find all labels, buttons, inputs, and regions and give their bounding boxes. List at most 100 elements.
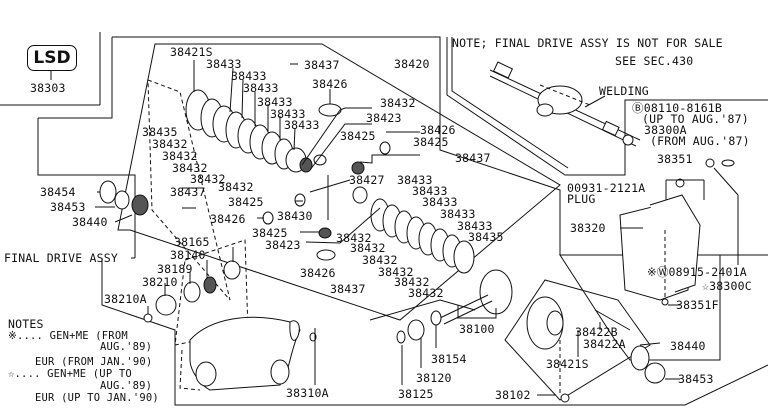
part-38433[interactable]: 38433 (231, 69, 267, 83)
washer-part[interactable]: ※Ⓦ08915-2401A (647, 265, 747, 279)
lsd-label: LSD (33, 48, 71, 68)
part-38432[interactable]: 38432 (172, 161, 208, 175)
part-38421S[interactable]: 38421S (546, 357, 589, 371)
part-38421S[interactable]: 38421S (170, 45, 213, 59)
part-38433[interactable]: 38433 (284, 118, 320, 132)
see-section[interactable]: SEE SEC.430 (615, 54, 694, 68)
part-38140[interactable]: 38140 (170, 248, 206, 262)
part-38425[interactable]: 38425 (413, 135, 449, 149)
part-38120[interactable]: 38120 (416, 371, 452, 385)
part-38433[interactable]: 38433 (457, 219, 493, 233)
notes-line-1: ※.... GEN+ME (FROM (8, 330, 128, 342)
part-38432[interactable]: 38432 (380, 96, 416, 110)
part-38351F[interactable]: 38351F (676, 298, 719, 312)
lsd-label-box: LSD (27, 45, 77, 71)
part-38102[interactable]: 38102 (495, 388, 531, 402)
part-38303[interactable]: 38303 (30, 81, 66, 95)
part-38423[interactable]: 38423 (366, 111, 402, 125)
part-38427[interactable]: 38427 (349, 173, 385, 187)
part-38210[interactable]: 38210 (142, 275, 178, 289)
part-38420[interactable]: 38420 (394, 57, 430, 71)
part-38437[interactable]: 38437 (455, 151, 491, 165)
part-38432[interactable]: 38432 (190, 172, 226, 186)
part-38300A-date: (FROM AUG.'87) (650, 134, 750, 148)
part-38425[interactable]: 38425 (340, 129, 376, 143)
part-38454[interactable]: 38454 (40, 185, 76, 199)
part-38440[interactable]: 38440 (72, 215, 108, 229)
part-38320[interactable]: 38320 (570, 221, 606, 235)
part-38432[interactable]: 38432 (162, 149, 198, 163)
notes-line-2: EUR (FROM JAN.'90) (35, 356, 153, 368)
part-38310A[interactable]: 38310A (286, 386, 329, 400)
outer-frame-left (38, 37, 113, 119)
part-38433[interactable]: 38433 (440, 207, 476, 221)
clutch-pack-left (185, 89, 313, 173)
part-38426[interactable]: 38426 (210, 212, 246, 226)
note-box-inner (451, 37, 569, 169)
part-38433[interactable]: 38433 (257, 95, 293, 109)
part-38432[interactable]: 38432 (152, 137, 188, 151)
axle-illustration (489, 61, 641, 147)
part-38437[interactable]: 38437 (170, 185, 206, 199)
part-38210A[interactable]: 38210A (104, 292, 147, 306)
part-38432[interactable]: 38432 (336, 231, 372, 245)
part-38433[interactable]: 38433 (397, 173, 433, 187)
part-38433[interactable]: 38433 (243, 81, 279, 95)
notes-line-3b: AUG.'89) (100, 380, 153, 392)
diff-housing (179, 316, 317, 391)
part-38433[interactable]: 38433 (412, 184, 448, 198)
part-38300C[interactable]: ☆38300C (702, 279, 752, 293)
welding-label: WELDING (599, 84, 649, 98)
part-38165[interactable]: 38165 (174, 235, 210, 249)
companion-flange-parts (143, 239, 249, 346)
part-38432[interactable]: 38432 (378, 265, 414, 279)
part-38422B[interactable]: 38422B (575, 325, 618, 339)
part-38435[interactable]: 38435 (142, 125, 178, 139)
assy-bracket (37, 118, 136, 258)
bolt-b-date: (UP TO AUG.'87) (642, 112, 749, 126)
part-38425[interactable]: 38425 (252, 226, 288, 240)
part-38189[interactable]: 38189 (157, 262, 193, 276)
rear-cover (619, 158, 739, 306)
part-38300A[interactable]: 38300A (644, 123, 687, 137)
part-38435[interactable]: 38435 (468, 230, 504, 244)
part-38423[interactable]: 38423 (265, 238, 301, 252)
part-38432[interactable]: 38432 (394, 275, 430, 289)
part-38425[interactable]: 38425 (228, 195, 264, 209)
drive-pinion (396, 269, 513, 344)
part-38440[interactable]: 38440 (670, 339, 706, 353)
ring-gear (526, 296, 631, 403)
part-38426[interactable]: 38426 (420, 123, 456, 137)
final-drive-assy-label: FINAL DRIVE ASSY (4, 251, 118, 265)
plug-part[interactable]: 00931-2121A (567, 181, 646, 195)
leader-lines (95, 60, 680, 396)
part-38351[interactable]: 38351 (657, 152, 693, 166)
part-38433[interactable]: 38433 (422, 195, 458, 209)
side-bearings-right (630, 345, 666, 384)
ring-gear-frame (504, 279, 651, 401)
part-38437[interactable]: 38437 (330, 282, 366, 296)
part-38432[interactable]: 38432 (350, 241, 386, 255)
part-38453[interactable]: 38453 (678, 372, 714, 386)
note-box (446, 37, 768, 176)
part-38432[interactable]: 38432 (408, 286, 444, 300)
part-38432[interactable]: 38432 (218, 180, 254, 194)
part-38422A[interactable]: 38422A (583, 337, 626, 351)
part-38426[interactable]: 38426 (300, 266, 336, 280)
bolt-b-part[interactable]: Ⓑ08110-8161B (632, 101, 723, 115)
part-38430[interactable]: 38430 (277, 209, 313, 223)
part-38426[interactable]: 38426 (312, 77, 348, 91)
bottom-frame (101, 258, 768, 406)
part-38100[interactable]: 38100 (459, 322, 495, 336)
diff-case-frame (117, 43, 561, 321)
part-38154[interactable]: 38154 (431, 352, 467, 366)
part-38437[interactable]: 38437 (304, 58, 340, 72)
part-38453[interactable]: 38453 (50, 200, 86, 214)
part-38433[interactable]: 38433 (206, 57, 242, 71)
part-38125[interactable]: 38125 (398, 387, 434, 401)
notes-line-3: ☆.... GEN+ME (UP TO (8, 368, 132, 380)
part-38432[interactable]: 38432 (362, 253, 398, 267)
part-38433[interactable]: 38433 (270, 107, 306, 121)
